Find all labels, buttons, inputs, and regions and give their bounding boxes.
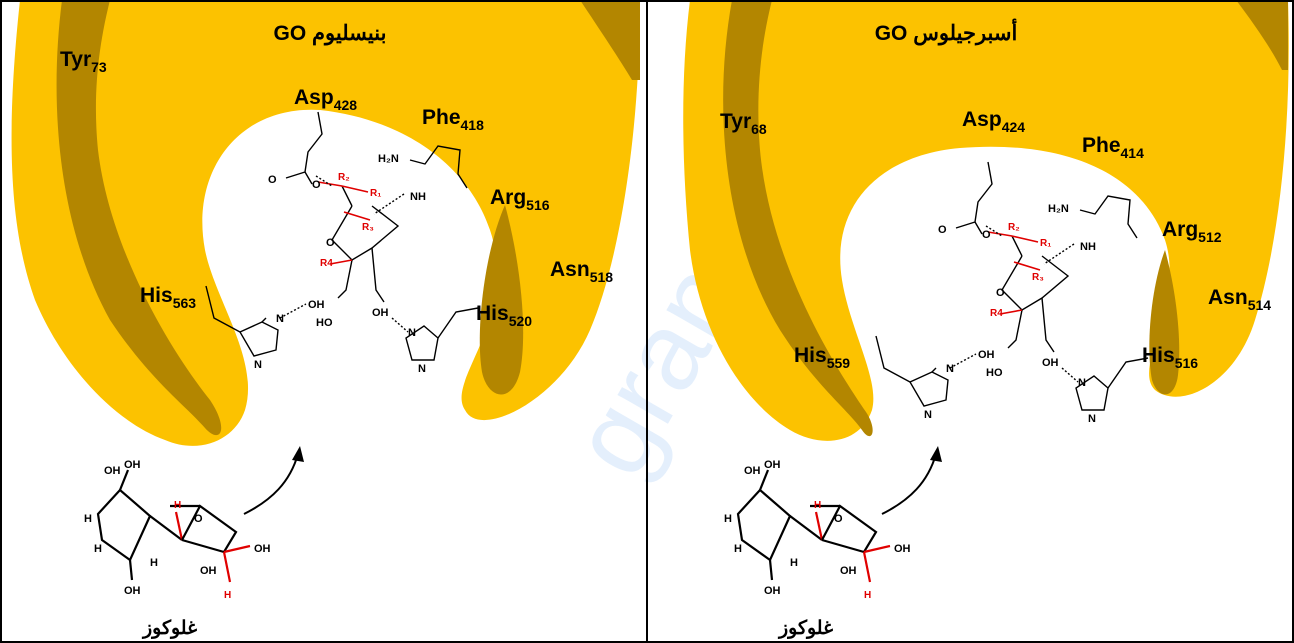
atom-R4: R4 bbox=[990, 308, 1003, 319]
atom-N: N bbox=[418, 363, 426, 375]
atom-HO: HO bbox=[316, 317, 333, 329]
enzyme-shadow-top bbox=[580, 0, 640, 80]
atom-OH: OH bbox=[308, 299, 325, 311]
residue-label: Arg512 bbox=[1162, 218, 1222, 245]
atom-O: O bbox=[268, 174, 277, 186]
glucose-structure bbox=[96, 468, 252, 584]
enzyme-shadow-right bbox=[1149, 250, 1180, 395]
atom-O: O bbox=[194, 513, 203, 525]
atom-H: H bbox=[174, 500, 181, 511]
atom-N: N bbox=[408, 327, 416, 339]
glucose-atom-labels: OH OH H H H OH OH H H OH O bbox=[84, 459, 271, 601]
atom-OH: OH bbox=[200, 565, 217, 577]
atom-NH: NH bbox=[410, 191, 426, 203]
atom-O: O bbox=[982, 229, 991, 241]
enzyme-shape bbox=[11, 0, 640, 446]
atom-O: O bbox=[834, 513, 843, 525]
atom-OH: OH bbox=[744, 465, 761, 477]
residue-label: His563 bbox=[140, 284, 196, 311]
atom-HO: HO bbox=[986, 367, 1003, 379]
enzyme-shadow-right bbox=[479, 205, 524, 395]
active-site-structure bbox=[875, 161, 1149, 411]
glucose-atom-labels: OH OH H H H OH OH H H OH O bbox=[724, 459, 911, 601]
atom-H: H bbox=[94, 543, 102, 555]
atom-O: O bbox=[326, 237, 335, 249]
enzyme-shadow-left bbox=[56, 0, 222, 436]
residue-label: Arg516 bbox=[490, 186, 550, 213]
atom-H: H bbox=[150, 557, 158, 569]
reaction-arrow bbox=[881, 453, 937, 515]
residue-label: His520 bbox=[476, 302, 532, 329]
atom-OH: OH bbox=[894, 543, 911, 555]
atom-OH: OH bbox=[372, 307, 389, 319]
atom-H: H bbox=[864, 590, 871, 601]
reaction-arrowhead bbox=[292, 446, 304, 462]
atom-R1: R₁ bbox=[1040, 238, 1051, 249]
substrate-label: غلوكوز bbox=[777, 618, 833, 639]
atom-O: O bbox=[938, 224, 947, 236]
atom-N: N bbox=[1078, 377, 1086, 389]
enzyme-shadow-left bbox=[723, 0, 873, 437]
atom-OH: OH bbox=[764, 459, 781, 471]
atom-H: H bbox=[84, 513, 92, 525]
panel-title: GO أسبرجيلوس bbox=[875, 18, 1018, 46]
enzyme-shape bbox=[683, 0, 1289, 441]
atom-H: H bbox=[814, 500, 821, 511]
atom-H: H bbox=[724, 513, 732, 525]
panel-title: GO بنيسليوم bbox=[274, 22, 387, 46]
glucose-structure bbox=[736, 468, 892, 584]
atom-H2N: H₂N bbox=[378, 153, 399, 165]
atom-OH: OH bbox=[764, 585, 781, 597]
residue-label: Asn518 bbox=[550, 258, 613, 285]
atom-R3: R₃ bbox=[1032, 272, 1044, 283]
atom-OH: OH bbox=[978, 349, 995, 361]
atom-H2N: H₂N bbox=[1048, 203, 1069, 215]
enzyme-shadow-top bbox=[1236, 0, 1288, 70]
atom-labels: O O H₂N NH R₂ R₁ R₃ R4 O OH HO OH N N N … bbox=[924, 203, 1096, 425]
panel-penicillium: O O H₂N NH R₂ R₁ R₃ R4 O OH HO OH N N N … bbox=[11, 0, 640, 639]
atom-R1: R₁ bbox=[370, 188, 381, 199]
residue-label: His516 bbox=[1142, 344, 1198, 371]
atom-R2: R₂ bbox=[1008, 222, 1020, 233]
atom-N: N bbox=[254, 359, 262, 371]
atom-N: N bbox=[924, 409, 932, 421]
residue-label: Tyr68 bbox=[720, 110, 767, 137]
residue-label: Asp428 bbox=[294, 86, 357, 113]
panel-aspergillus: O O H₂N NH R₂ R₁ R₃ R4 O OH HO OH N N N … bbox=[683, 0, 1289, 639]
atom-H: H bbox=[224, 590, 231, 601]
atom-N: N bbox=[276, 313, 284, 325]
atom-R3: R₃ bbox=[362, 222, 374, 233]
atom-OH: OH bbox=[1042, 357, 1059, 369]
atom-R4: R4 bbox=[320, 258, 333, 269]
atom-OH: OH bbox=[104, 465, 121, 477]
residue-label: Asn514 bbox=[1208, 286, 1271, 313]
reaction-arrowhead bbox=[930, 446, 942, 462]
atom-OH: OH bbox=[840, 565, 857, 577]
atom-H: H bbox=[790, 557, 798, 569]
residue-label: His559 bbox=[794, 344, 850, 371]
atom-OH: OH bbox=[254, 543, 271, 555]
atom-H: H bbox=[734, 543, 742, 555]
atom-O: O bbox=[996, 287, 1005, 299]
atom-O: O bbox=[312, 179, 321, 191]
residue-label: Phe414 bbox=[1082, 134, 1144, 161]
atom-R2: R₂ bbox=[338, 172, 350, 183]
substrate-label: غلوكوز bbox=[141, 618, 197, 639]
atom-NH: NH bbox=[1080, 241, 1096, 253]
atom-OH: OH bbox=[124, 459, 141, 471]
atom-OH: OH bbox=[124, 585, 141, 597]
atom-N: N bbox=[1088, 413, 1096, 425]
residue-label: Phe418 bbox=[422, 106, 484, 133]
reaction-arrow bbox=[243, 453, 299, 515]
residue-label: Tyr73 bbox=[60, 48, 107, 75]
atom-N: N bbox=[946, 363, 954, 375]
residue-label: Asp424 bbox=[962, 108, 1025, 135]
atom-labels: O O H₂N NH R₂ R₁ R₃ R4 O OH HO OH N N N … bbox=[254, 153, 426, 375]
